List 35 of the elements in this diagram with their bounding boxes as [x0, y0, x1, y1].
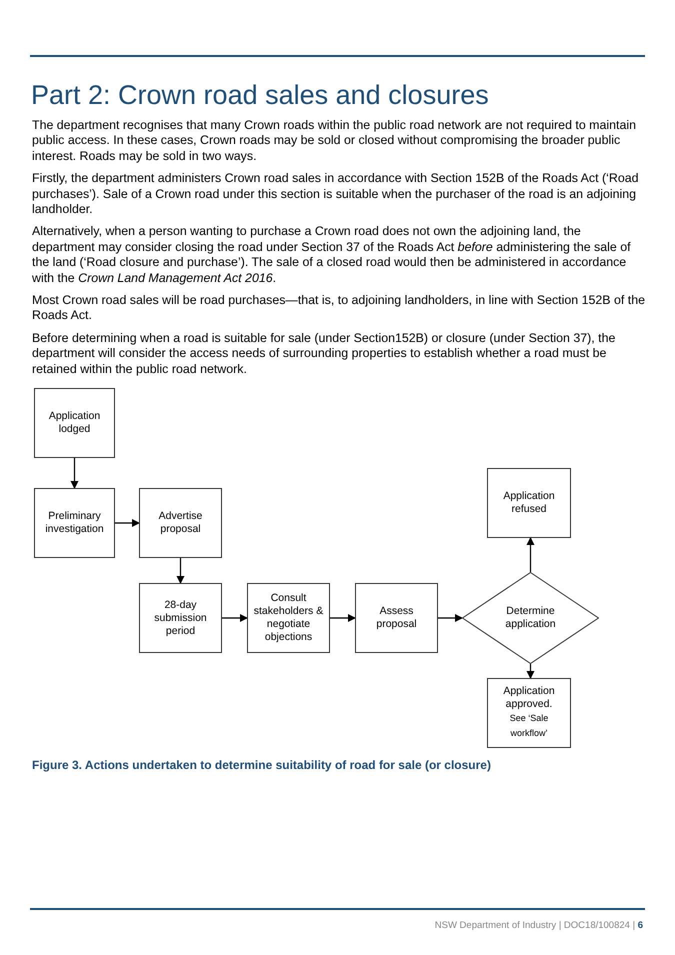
- arrow: [222, 614, 248, 622]
- body-paragraph: Alternatively, when a person wanting to purchase a Crown road does not own the adjoining land, the department may consider closing the road under Section 37 of the Roads Act before administering the sale of the land (‘Road closure and purchase’). The sale of a closed road would then be administered in accordance with the Crown Land Management Act 2016.: [32, 224, 632, 286]
- decision-diamond: [462, 572, 599, 664]
- process-box: [487, 468, 571, 538]
- node-label: See ‘Sale workflow’: [508, 712, 550, 740]
- node-label: Assess proposal: [375, 605, 418, 631]
- node-label: Consult stakeholders & negotiate objections: [252, 592, 324, 644]
- arrow: [330, 614, 356, 622]
- arrow: [176, 558, 184, 584]
- body-paragraph: Most Crown road sales will be road purchases—that is, to adjoining landholders, in line with Section 152B of the Roads Act.: [32, 293, 646, 324]
- arrow: [115, 519, 140, 527]
- figure-caption: Figure 3. Actions undertaken to determine suitability of road for sale (or closure): [32, 757, 491, 774]
- node-label: Application approved.: [502, 685, 556, 711]
- page-title: Part 2: Crown road sales and closures: [31, 79, 489, 112]
- page-footer: NSW Department of Industry | DOC18/100824 | 6: [434, 919, 643, 934]
- body-paragraph: The department recognises that many Crown roads within the public road network are not required to maintain public access. In these cases, Crown roads may be sold or closed without compromising the broader public interest. Roads may be sold in two ways.: [32, 118, 638, 164]
- arrow: [70, 458, 78, 489]
- process-box: [34, 488, 115, 558]
- body-paragraph: Firstly, the department administers Crown road sales in accordance with Section 152B of the Roads Act (‘Road purchases’). Sale of a Crown road under this section is suitable when the purchaser of the road is an adjoining landholder.: [32, 171, 640, 218]
- process-box: [487, 678, 571, 748]
- node-label: Application refused: [502, 490, 556, 516]
- body-paragraph: Before determining when a road is suitable for sale (under Section152B) or closure (under Section 37), the department will consider the access needs of surrounding properties to establish whether a road must be retained within the public road network.: [32, 330, 616, 378]
- node-label: Determine application: [504, 605, 557, 631]
- node-label: Advertise proposal: [158, 510, 204, 536]
- node-label: Application lodged: [48, 410, 102, 436]
- process-box: [247, 583, 330, 653]
- arrow: [526, 537, 534, 572]
- node-label: Preliminary investigation: [44, 510, 105, 536]
- process-box: [139, 488, 222, 558]
- process-box: [139, 583, 222, 653]
- process-box: [34, 388, 115, 458]
- arrow: [526, 664, 534, 679]
- arrow: [438, 614, 463, 622]
- node-label: 28-day submission period: [153, 598, 208, 638]
- process-box: [355, 583, 438, 653]
